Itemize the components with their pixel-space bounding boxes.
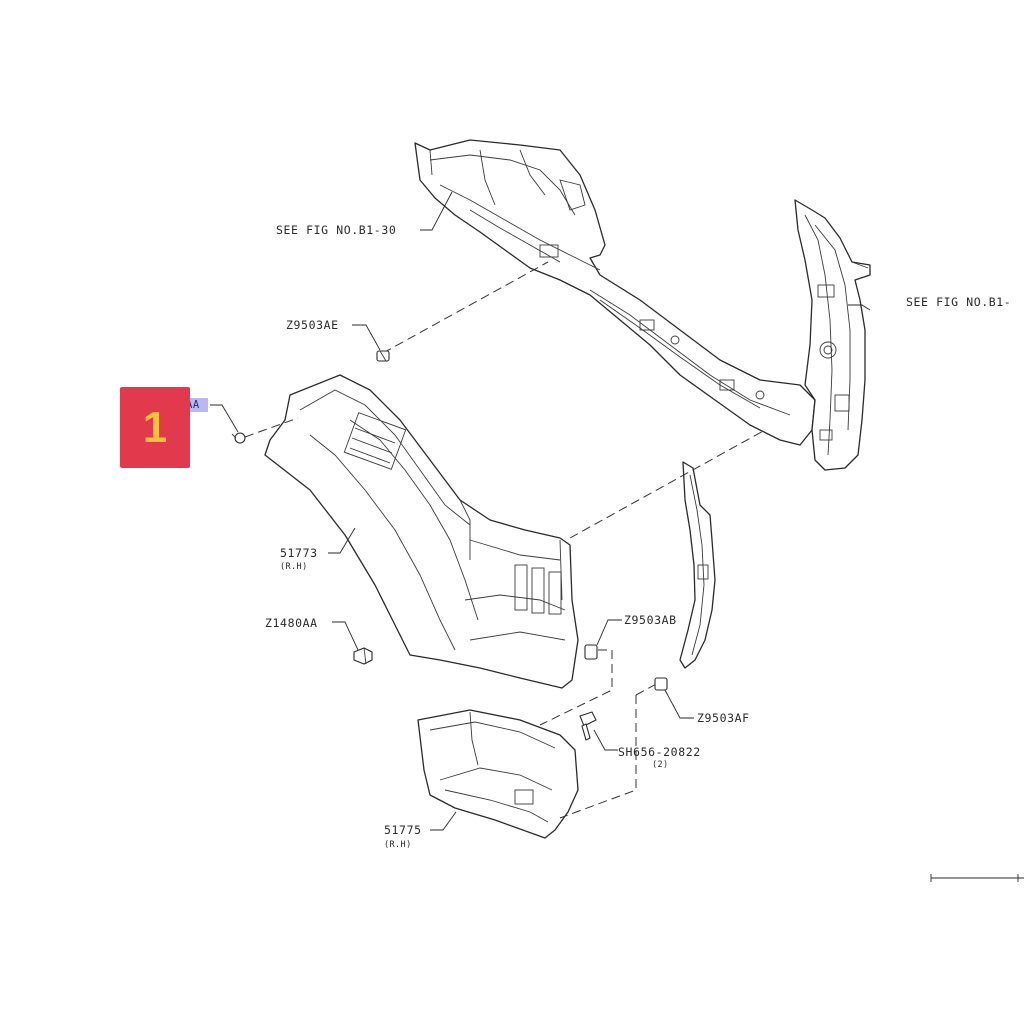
- label-51775: 51775: [384, 823, 422, 837]
- label-see-fig-right: SEE FIG NO.B1-: [906, 295, 1011, 309]
- clip-z9503af: [654, 677, 668, 691]
- side-bracket: [679, 461, 716, 669]
- clip-z9503ab: [584, 644, 598, 660]
- panel-51775: [417, 709, 579, 839]
- label-z9503ae: Z9503AE: [286, 318, 339, 332]
- clip-z9503ae: [376, 350, 390, 362]
- bolt-sh656: [579, 711, 597, 741]
- frame-assembly-top: [414, 139, 816, 446]
- label-see-fig-top: SEE FIG NO.B1-30: [276, 223, 396, 237]
- label-51775-side: (R.H): [384, 840, 412, 850]
- leader-lines: [210, 191, 871, 831]
- callout-badge: 1: [120, 387, 190, 468]
- label-z9503ab: Z9503AB: [624, 613, 677, 627]
- label-z9503af: Z9503AF: [697, 711, 750, 725]
- callout-badge-number: 1: [142, 402, 168, 452]
- label-51773-side: (R.H): [280, 562, 308, 572]
- panel-51773: [264, 374, 579, 689]
- label-sh656-qty: (2): [652, 760, 669, 770]
- label-z1480aa: Z1480AA: [265, 616, 318, 630]
- border-marks: [930, 874, 1024, 882]
- label-51773: 51773: [280, 546, 318, 560]
- pillar-assembly-right: [794, 199, 871, 471]
- screw-z1480aa: [353, 647, 373, 665]
- label-sh656: SH656-20822: [618, 745, 701, 759]
- screw-aa: [231, 432, 246, 444]
- fasteners: [231, 350, 668, 741]
